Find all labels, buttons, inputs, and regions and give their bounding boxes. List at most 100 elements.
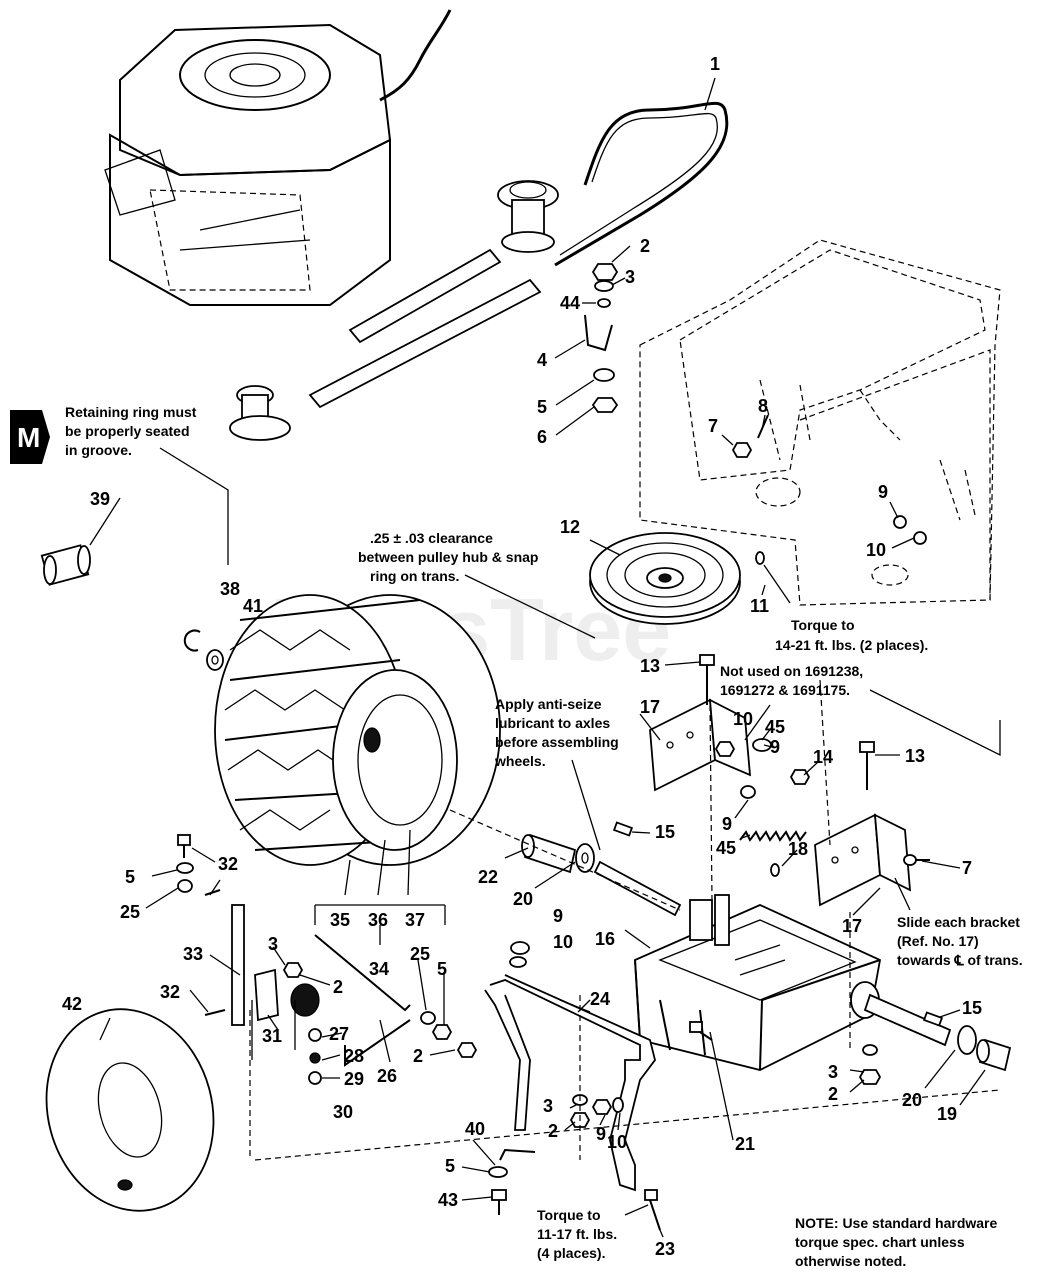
svg-text:between pulley hub & snap: between pulley hub & snap — [358, 549, 538, 565]
part-label: 3 — [268, 934, 278, 954]
part-label: 36 — [368, 910, 388, 930]
lever-hardware — [176, 834, 478, 1058]
part-label: 9 — [770, 737, 780, 757]
svg-text:wheels.: wheels. — [494, 753, 546, 769]
part-label: 10 — [553, 932, 573, 952]
svg-text:torque spec. chart unless: torque spec. chart unless — [795, 1234, 965, 1250]
part-label: 34 — [369, 959, 389, 979]
part-label: 5 — [445, 1156, 455, 1176]
part-label: 17 — [640, 697, 660, 717]
part-label: 35 — [330, 910, 350, 930]
part-label: 40 — [465, 1119, 485, 1139]
part-label: 2 — [828, 1084, 838, 1104]
part-label: 5 — [537, 397, 547, 417]
leader-lines — [89, 77, 1001, 1238]
part-label: 32 — [218, 854, 238, 874]
part-label: 39 — [90, 489, 110, 509]
svg-text:in groove.: in groove. — [65, 442, 132, 458]
svg-text:1691272 & 1691175.: 1691272 & 1691175. — [720, 682, 850, 698]
axle-spacer — [521, 833, 595, 874]
engine-pulley — [497, 180, 559, 253]
hardware-stack — [584, 263, 619, 413]
note-not-used: Not used on 1691238, 1691272 & 1691175. — [720, 663, 863, 698]
part-label: 28 — [344, 1046, 364, 1066]
note-clearance: .25 ± .03 clearance between pulley hub &… — [358, 530, 538, 584]
part-label: 7 — [962, 858, 972, 878]
part-label: 17 — [842, 916, 862, 936]
wheel-tire — [214, 594, 501, 866]
svg-text:11-17 ft. lbs.: 11-17 ft. lbs. — [537, 1226, 617, 1242]
nut-14 — [789, 769, 811, 785]
lower-frame-24 — [484, 974, 656, 1192]
part-label: 10 — [733, 709, 753, 729]
part-label: 33 — [183, 944, 203, 964]
frame-housing — [639, 239, 1001, 606]
part-label: 2 — [413, 1046, 423, 1066]
part-labels: 1 2 3 44 4 5 6 7 8 9 10 39 12 11 38 41 1… — [62, 54, 982, 1259]
part-label: 45 — [765, 717, 785, 737]
m-marker-letter: M — [17, 422, 40, 453]
part-label: 9 — [596, 1124, 606, 1144]
part-label: 19 — [937, 1104, 957, 1124]
part-label: 10 — [607, 1132, 627, 1152]
left-axle — [593, 860, 682, 917]
shift-lever — [231, 904, 411, 1085]
v-belt — [554, 101, 729, 267]
part-label: 12 — [560, 517, 580, 537]
svg-text:before assembling: before assembling — [495, 734, 619, 750]
part-label: 5 — [437, 959, 447, 979]
part-label: 10 — [866, 540, 886, 560]
idler-pulley — [229, 385, 291, 441]
part-label: 45 — [716, 838, 736, 858]
part-label: 38 — [220, 579, 240, 599]
part-label: 26 — [377, 1066, 397, 1086]
svg-text:Retaining ring must: Retaining ring must — [65, 404, 197, 420]
svg-text:Not used on 1691238,: Not used on 1691238, — [720, 663, 863, 679]
part-label: 15 — [962, 998, 982, 1018]
svg-text:lubricant to axles: lubricant to axles — [495, 715, 610, 731]
part-label: 44 — [560, 293, 580, 313]
bolt-13-left — [699, 654, 715, 705]
part-label: 5 — [125, 867, 135, 887]
part-label: 11 — [750, 596, 769, 616]
note-retaining-ring: Retaining ring must be properly seated i… — [65, 404, 197, 458]
part-label: 22 — [478, 867, 498, 887]
note-torque-11-17: Torque to 11-17 ft. lbs. (4 places). — [537, 1207, 617, 1261]
part-label: 8 — [758, 396, 768, 416]
part-label: 9 — [722, 814, 732, 834]
svg-text:Apply anti-seize: Apply anti-seize — [495, 696, 602, 712]
svg-text:otherwise noted.: otherwise noted. — [795, 1253, 906, 1269]
part-label: 2 — [548, 1121, 558, 1141]
belt-guides — [308, 248, 542, 409]
part-label: 29 — [344, 1069, 364, 1089]
part-label: 13 — [905, 746, 925, 766]
part-label: 15 — [655, 822, 675, 842]
part-label: 24 — [590, 989, 610, 1009]
part-label: 37 — [405, 910, 425, 930]
part-label: 20 — [513, 889, 533, 909]
part-label: 21 — [735, 1134, 755, 1154]
svg-text:towards ℄ of trans.: towards ℄ of trans. — [897, 952, 1023, 968]
part-label: 2 — [333, 977, 343, 997]
part-label: 20 — [902, 1090, 922, 1110]
pin-15-right — [922, 1011, 944, 1027]
part-label: 27 — [329, 1024, 349, 1044]
part-label: 1 — [710, 54, 720, 74]
svg-text:be properly seated: be properly seated — [65, 423, 190, 439]
svg-text:.25 ± .03 clearance: .25 ± .03 clearance — [370, 530, 493, 546]
lower-hardware — [488, 414, 930, 1231]
part-label: 14 — [813, 747, 833, 767]
svg-text:14-21 ft. lbs. (2 places).: 14-21 ft. lbs. (2 places). — [775, 637, 928, 653]
part-label: 31 — [262, 1026, 282, 1046]
part-label: 43 — [438, 1190, 458, 1210]
svg-text:ring on trans.: ring on trans. — [370, 568, 459, 584]
part-label: 9 — [878, 482, 888, 502]
tire-tube — [45, 1008, 215, 1212]
part-label: 13 — [640, 656, 660, 676]
svg-text:(4 places).: (4 places). — [537, 1245, 605, 1261]
note-anti-seize: Apply anti-seize lubricant to axles befo… — [494, 696, 619, 769]
part-label: 3 — [625, 267, 635, 287]
spring — [739, 830, 807, 842]
bolt-13-right — [859, 741, 875, 790]
